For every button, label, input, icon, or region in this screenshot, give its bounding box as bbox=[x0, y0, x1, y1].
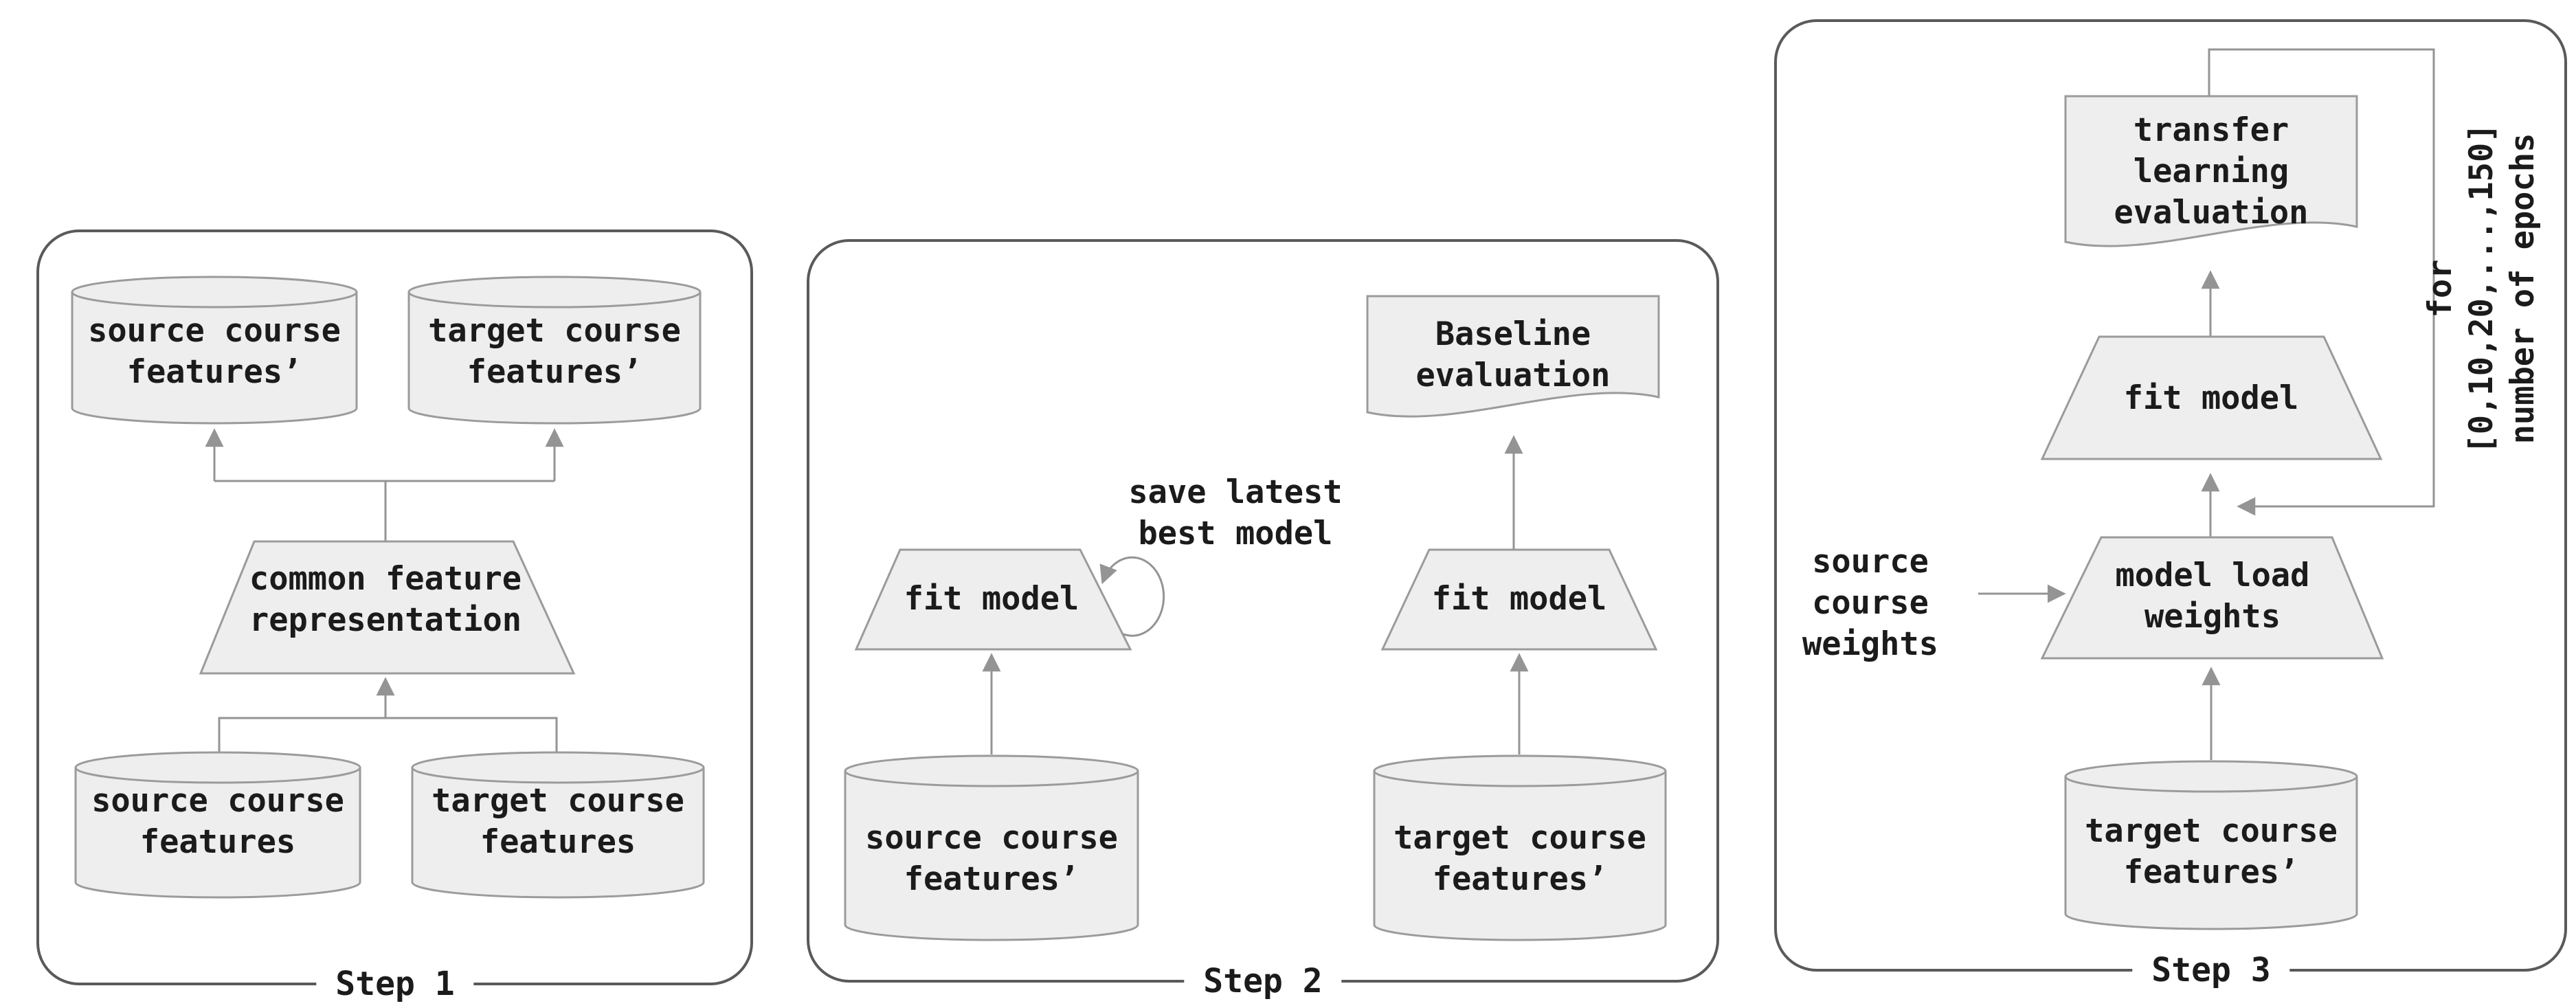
label-fit-model-left: fit model bbox=[904, 580, 1079, 618]
note-epochs-loop: for [0,10,20,...,150] number of epochs bbox=[2421, 123, 2542, 454]
label-source-course-features: source course features bbox=[91, 782, 344, 861]
cylinder-top-ellipse bbox=[1373, 754, 1667, 787]
step3-shapes bbox=[1978, 48, 2435, 930]
step3-caption: Step 3 bbox=[2132, 951, 2290, 989]
cylinder-top-ellipse bbox=[844, 754, 1139, 787]
note-source-course-weights: source course weights bbox=[1802, 543, 1939, 663]
document-transfer-learning-evaluation bbox=[2064, 95, 2358, 247]
cylinder-source-course-features-prime-step2 bbox=[844, 754, 1139, 941]
epochs-loop-arrow bbox=[2208, 48, 2435, 516]
cylinder-body bbox=[411, 768, 705, 899]
cylinder-body bbox=[407, 292, 702, 425]
self-loop-save-best-model-arrow bbox=[1099, 556, 1165, 637]
cylinder-top-ellipse bbox=[71, 276, 358, 309]
cylinder-target-course-features-prime-step2 bbox=[1373, 754, 1667, 941]
step2-caption: Step 2 bbox=[1184, 962, 1342, 1000]
trapezoid-common-feature-representation bbox=[199, 540, 576, 675]
label-target-course-features: target course features bbox=[432, 782, 684, 861]
cylinder-body bbox=[74, 768, 361, 899]
trapezoid-fit-model-left bbox=[854, 548, 1132, 651]
cylinder-top-ellipse bbox=[407, 276, 702, 309]
label-target-course-features-prime-step3: target course features’ bbox=[2085, 812, 2338, 891]
cylinder-body bbox=[71, 292, 358, 425]
label-target-course-features-prime: target course features’ bbox=[428, 312, 681, 391]
label-fit-model-right: fit model bbox=[1431, 580, 1607, 618]
cylinder-target-course-features bbox=[411, 751, 705, 899]
trapezoid-fit-model-step3 bbox=[2040, 335, 2383, 460]
merge-connector-step1 bbox=[218, 717, 558, 752]
label-transfer-learning-evaluation: transfer learning evaluation bbox=[2114, 111, 2309, 232]
cylinder-target-course-features-prime bbox=[407, 276, 702, 425]
note-save-latest-best-model: save latest best model bbox=[1128, 473, 1343, 552]
cylinder-body bbox=[844, 771, 1139, 941]
label-model-load-weights: model load weights bbox=[2115, 557, 2310, 636]
cylinder-target-course-features-prime-step3 bbox=[2064, 760, 2358, 930]
label-fit-model-step3: fit model bbox=[2123, 379, 2299, 417]
split-connector-step1 bbox=[214, 480, 555, 541]
trapezoid-model-load-weights bbox=[2040, 536, 2384, 660]
label-common-feature-representation: common feature representation bbox=[249, 560, 522, 639]
step2-shapes bbox=[844, 295, 1667, 941]
step1-shapes bbox=[71, 276, 705, 899]
cylinder-body bbox=[2064, 776, 2358, 930]
trapezoid-fit-model-right bbox=[1380, 548, 1658, 651]
cylinder-top-ellipse bbox=[74, 751, 361, 784]
cylinder-top-ellipse bbox=[2064, 760, 2358, 793]
cylinder-source-course-features bbox=[74, 751, 361, 899]
cylinder-source-course-features-prime bbox=[71, 276, 358, 425]
step1-caption: Step 1 bbox=[316, 965, 474, 1003]
document-baseline-evaluation bbox=[1366, 295, 1660, 418]
cylinder-top-ellipse bbox=[411, 751, 705, 784]
cylinder-body bbox=[1373, 771, 1667, 941]
label-baseline-evaluation: Baseline evaluation bbox=[1415, 315, 1611, 394]
label-source-course-features-prime-step2: source course features’ bbox=[865, 819, 1118, 898]
label-target-course-features-prime-step2: target course features’ bbox=[1393, 819, 1646, 898]
label-source-course-features-prime: source course features’ bbox=[88, 312, 341, 391]
